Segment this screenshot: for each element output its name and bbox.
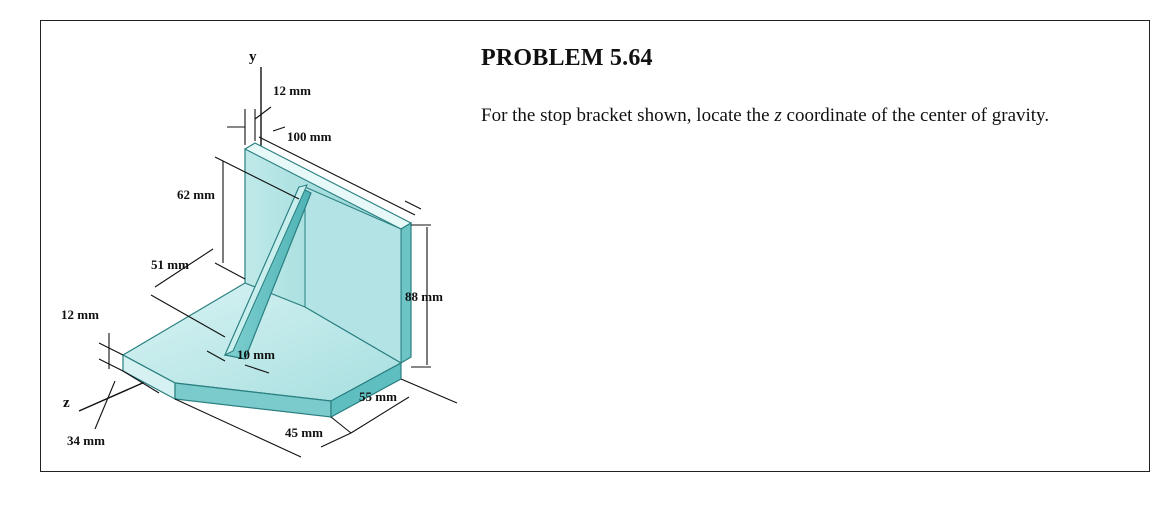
dim-100mm-label: 100 mm <box>287 129 332 144</box>
problem-text-after: coordinate of the center of gravity. <box>781 105 1050 126</box>
problem-text-before: For the stop bracket shown, locate the <box>481 105 775 126</box>
dim-34mm-label: 34 mm <box>67 433 105 448</box>
problem-title: PROBLEM 5.64 <box>481 45 653 71</box>
axis-z-label: z <box>63 395 70 411</box>
dim-10mm-label: 10 mm <box>237 347 275 362</box>
dim-51mm-label: 51 mm <box>151 257 189 272</box>
rib-top <box>223 184 308 357</box>
dimension-lines <box>94 106 458 458</box>
dim-55mm-label: 55 mm <box>359 389 397 404</box>
stop-bracket-drawing: y z 12 mm 100 mm 62 mm 51 mm 12 mm 10 mm… <box>61 49 458 458</box>
dim-12mm-top-label: 12 mm <box>273 83 311 98</box>
dim-88mm-label: 88 mm <box>405 289 443 304</box>
problem-frame: y z 12 mm 100 mm 62 mm 51 mm 12 mm 10 mm… <box>40 20 1150 472</box>
problem-statement: For the stop bracket shown, locate the z… <box>481 103 1141 128</box>
stop-bracket-figure: y z 12 mm 100 mm 62 mm 51 mm 12 mm 10 mm… <box>59 37 489 458</box>
problem-text-variable: z <box>774 105 782 126</box>
dim-12mm-left-label: 12 mm <box>61 307 99 322</box>
dim-62mm-label: 62 mm <box>177 187 215 202</box>
dim-45mm-label: 45 mm <box>285 425 323 440</box>
axis-y-label: y <box>249 49 257 65</box>
